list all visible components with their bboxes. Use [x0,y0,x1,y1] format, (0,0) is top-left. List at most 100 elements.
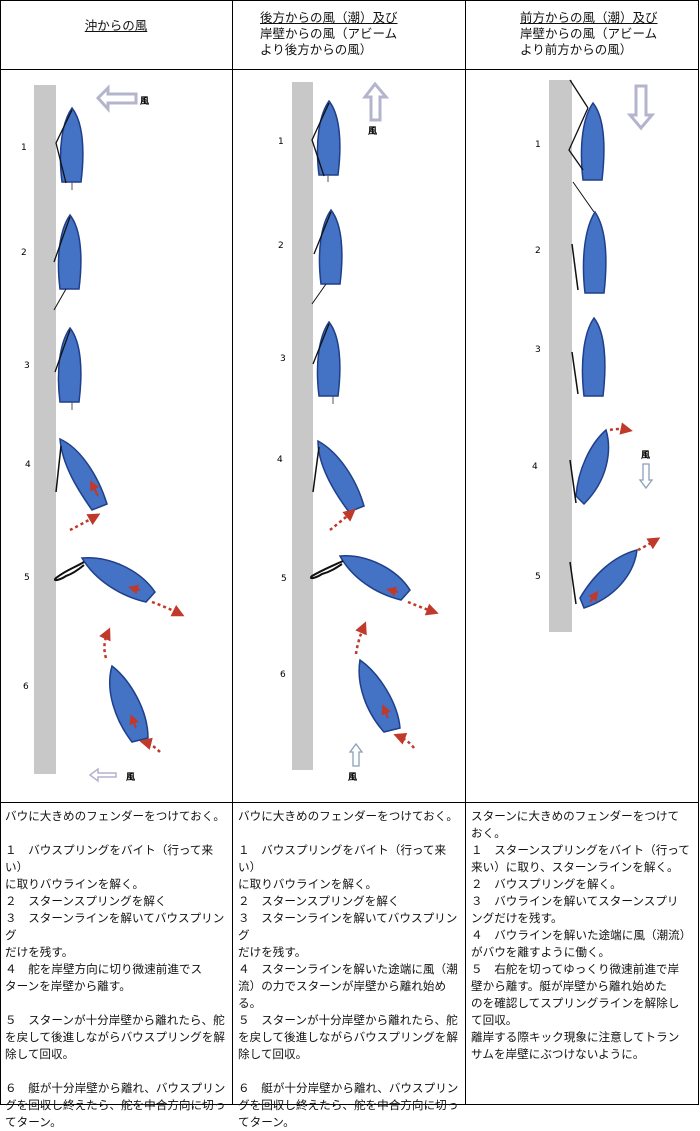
wind-label-col-2-top: 風 [368,126,377,137]
boat-col-2-step-1 [311,99,341,182]
header-col-2-line-1: 後方からの風（潮）及び [260,10,398,25]
text-col-2-line-13: 除して回収。 [238,1047,308,1061]
text-col-1-line-15: ６ 艇が十分岸壁から離れ、バウスプリン [5,1081,226,1095]
pier-col-1 [34,85,56,774]
text-col-1-line-3: １ バウスプリングをバイト（行って来い） [5,843,214,874]
text-col-3: スターンに大きめのフェンダーをつけて おく。 １ スターンスプリングをバイト（行… [467,805,698,1105]
step-number-col-1-6: 6 [23,682,29,692]
step-number-col-3-5: 5 [535,572,541,582]
column-1-diagram: 風 1 2 3 4 5 6 [21,84,185,783]
text-col-2-line-5: ２ スターンスプリングを解く [238,894,400,908]
step-number-col-2-2: 2 [278,241,284,251]
wind-label-col-3: 風 [641,450,650,461]
header-col-2-line-2: 岸壁からの風（アビーム [260,26,398,41]
pier-col-2 [292,82,313,770]
text-col-1-line-10 [5,995,228,1012]
text-col-3-line-9: がバウを離すように働く。 [471,945,611,959]
text-col-1-line-14 [5,1063,228,1080]
step-number-col-3-2: 2 [535,246,541,256]
text-col-2-line-15: ６ 艇が十分岸壁から離れ、バウスプリン [238,1081,459,1095]
step-number-col-2-1: 1 [278,137,284,147]
boat-col-1-step-3 [54,326,82,410]
text-col-3-line-12: のを確認してスプリングラインを解除し [471,996,680,1010]
header-col-3-line-2: 岸壁からの風（アビーム [520,26,658,41]
text-col-1-line-13: 除して回収。 [5,1047,75,1061]
text-col-1-line-6: ３ スターンラインを解いてバウスプリング [5,911,225,942]
text-col-2-line-17: てターン。 [238,1115,295,1129]
boat-col-1-step-1 [55,106,84,190]
wind-label-col-1-top: 風 [140,96,149,107]
step-number-col-3-3: 3 [535,345,541,355]
wind-arrow-col-3-step-4: 風 [638,450,654,490]
text-col-2-line-11: ５ スターンが十分岸壁から離れたら、舵 [238,1013,458,1027]
boat-col-3-step-5 [569,537,661,609]
text-col-2-line-1: バウに大きめのフェンダーをつけておく。 [238,809,458,823]
text-col-1-line-4: に取りバウラインを解く。 [5,877,145,891]
text-col-1-line-5: ２ スターンスプリングを解く [5,894,167,908]
text-col-2-line-9: 流）の力でスターンが岸壁から離れ始め [238,979,447,993]
table-grid [0,0,699,1105]
text-col-3-line-10: ５ 右舵を切ってゆっくり微速前進で岸 [471,962,680,976]
step-number-col-1-2: 2 [21,248,27,258]
boat-col-2-step-5 [310,555,439,616]
text-col-2-line-7: だけを残す。 [238,945,307,959]
wind-arrow-col-1-bottom: 風 [88,767,135,783]
boat-col-3-step-3 [571,316,606,397]
wind-arrow-col-2-bottom: 風 [348,742,364,783]
text-col-3-line-13: て回収。 [471,1013,518,1027]
text-col-3-line-5: ２ バウスプリングを解く。 [471,877,622,891]
header-col-3: 前方からの風（潮）及び 岸壁からの風（アビーム より前方からの風） [520,0,698,69]
column-2-diagram: 風 1 2 3 4 5 6 [277,81,439,783]
step-number-col-1-1: 1 [21,143,27,153]
text-col-3-line-15: サムを岸壁にぶつけないように。 [471,1047,645,1061]
boat-col-1-step-5 [54,557,185,617]
step-number-col-2-3: 3 [280,354,286,364]
boat-col-1-step-6 [99,627,161,753]
text-col-2-line-10: る。 [238,996,262,1010]
header-col-1: 沖からの風 [0,0,232,69]
boat-col-3-step-1 [568,79,605,181]
header-col-2-line-3: より後方からの風） [260,42,373,57]
text-col-1-line-8: ４ 舵を岸壁方向に切り微速前進でス [5,962,203,976]
text-col-1-line-7: だけを残す。 [5,945,74,959]
wind-label-col-1-bottom: 風 [126,772,135,783]
wind-arrow-col-2-top: 風 [361,81,390,137]
step-number-col-3-1: 1 [535,140,541,150]
text-col-1-line-17: てターン。 [5,1115,62,1129]
step-number-col-3-4: 4 [532,462,538,472]
boat-col-3-step-4 [569,422,633,506]
step-number-col-2-5: 5 [281,574,287,584]
text-col-1-line-11: ５ スターンが十分岸壁から離れたら、舵 [5,1013,225,1027]
pier-col-3 [549,80,572,632]
header-col-3-line-1: 前方からの風（潮）及び [520,10,658,25]
text-col-3-line-8: ４ バウラインを解いた途端に風（潮流） [471,928,692,942]
column-3-diagram: 1 2 3 4 5 風 [532,79,661,632]
diagram-canvas: 風 1 2 3 4 5 6 [21,79,661,783]
text-col-3-line-1: スターンに大きめのフェンダーをつけて [471,809,680,823]
header-col-3-line-3: より前方からの風） [520,42,633,57]
boat-col-2-step-2 [311,208,343,305]
text-col-1-line-2 [5,825,228,842]
text-col-2-line-3: １ バウスプリングをバイト（行って来い） [238,843,447,874]
step-number-col-1-4: 4 [25,460,31,470]
text-col-1-line-1: バウに大きめのフェンダーをつけておく。 [5,809,225,823]
text-col-3-line-14: 離岸する際キック現象に注意してトラン [471,1030,680,1044]
text-col-2-line-4: に取りバウラインを解く。 [238,877,378,891]
text-col-2-line-6: ３ スターンラインを解いてバウスプリング [238,911,458,942]
boat-col-2-step-6 [354,621,415,749]
text-col-3-line-6: ３ バウラインを解いてスターンスプリ [471,894,679,908]
text-col-3-line-11: 壁から離す。艇が岸壁から離れ始めた [471,979,667,993]
boat-col-2-step-3 [312,320,341,404]
text-col-1-line-9: ターンを岸壁から離す。 [5,979,131,993]
text-col-3-line-4: 来い）に取り、スターンラインを解く。 [471,860,679,874]
text-col-2: バウに大きめのフェンダーをつけておく。 １ バウスプリングをバイト（行って来い）… [234,805,465,1129]
text-col-1: バウに大きめのフェンダーをつけておく。 １ バウスプリングをバイト（行って来い）… [1,805,232,1129]
step-number-col-1-5: 5 [24,573,30,583]
step-number-col-2-6: 6 [280,670,286,680]
text-col-3-line-2: おく。 [471,826,506,840]
text-col-1-line-12: を戻して後進しながらバウスプリングを解 [5,1030,225,1044]
text-col-3-line-3: １ スターンスプリングをバイト（行って [471,843,690,857]
wind-label-col-2-bottom: 風 [348,772,357,783]
text-col-2-line-8: ４ スターンラインを解いた途端に風（潮 [238,962,458,976]
boat-col-1-step-4 [55,437,108,532]
